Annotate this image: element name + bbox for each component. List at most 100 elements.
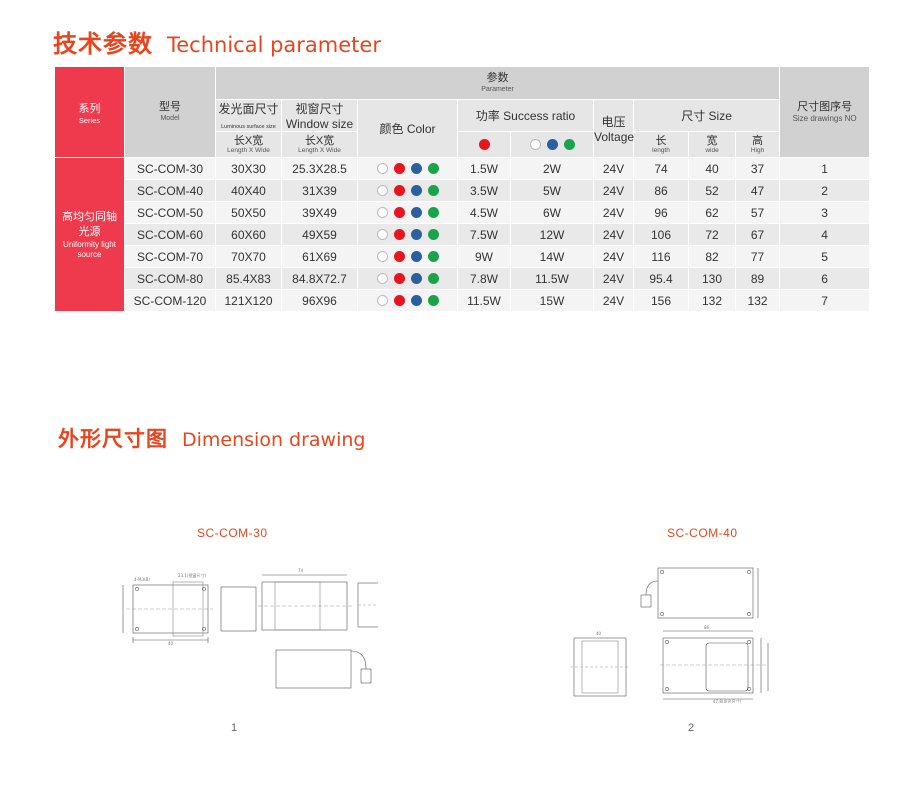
- power-wbg-cell: 11.5W: [510, 267, 594, 290]
- length-cell: 96: [633, 201, 689, 224]
- technical-parameter-heading: 技术参数 Technical parameter: [53, 24, 381, 59]
- white-led-icon: [376, 163, 388, 174]
- green-led-icon: [427, 251, 439, 262]
- dimension-drawing-heading: 外形尺寸图 Dimension drawing: [58, 423, 365, 453]
- white-led-icon: [376, 207, 388, 218]
- model-cell: SC-COM-70: [124, 245, 216, 268]
- height-cell: 132: [734, 289, 781, 312]
- color-cell: [357, 267, 458, 290]
- drawing-no-cell: 3: [779, 201, 871, 224]
- height-cell: 89: [734, 267, 781, 290]
- color-cell: [357, 289, 458, 312]
- length-header: 长 length: [633, 131, 689, 158]
- color-cell: [357, 245, 458, 268]
- svg-text:4-M3(B): 4-M3(B): [134, 577, 150, 582]
- green-led-icon: [427, 295, 439, 306]
- window-size-cell: 96X96: [281, 289, 358, 312]
- red-led-icon: [393, 273, 405, 284]
- luminous-size-cell: 121X120: [215, 289, 282, 312]
- model-cell: SC-COM-40: [124, 179, 216, 202]
- blue-led-icon: [410, 251, 422, 262]
- voltage-cell: 24V: [593, 245, 634, 268]
- heading-en: Technical parameter: [167, 33, 381, 57]
- luminous-size-cell: 60X60: [215, 223, 282, 246]
- blue-led-icon: [410, 207, 422, 218]
- height-header: 高 High: [734, 131, 781, 158]
- white-led-icon: [376, 251, 388, 262]
- blue-led-icon: [410, 229, 422, 240]
- height-cell: 37: [734, 157, 781, 180]
- blue-led-icon: [410, 273, 422, 284]
- voltage-cell: 24V: [593, 179, 634, 202]
- drawing-1-title: SC-COM-30: [197, 526, 268, 540]
- height-cell: 67: [734, 223, 781, 246]
- red-led-icon: [393, 163, 405, 174]
- power-red-cell: 9W: [457, 245, 511, 268]
- blue-led-icon: [546, 139, 558, 150]
- blue-led-icon: [410, 295, 422, 306]
- drawing-2-title: SC-COM-40: [667, 526, 738, 540]
- heading-zh: 外形尺寸图: [58, 427, 168, 451]
- power-wbg-header: [510, 131, 594, 158]
- svg-text:23.1(视窗尺寸): 23.1(视窗尺寸): [178, 572, 206, 578]
- drawing-2-number: 2: [688, 722, 695, 734]
- power-wbg-cell: 5W: [510, 179, 594, 202]
- svg-text:74: 74: [298, 568, 304, 573]
- height-cell: 77: [734, 245, 781, 268]
- red-led-icon: [393, 251, 405, 262]
- luminous-size-cell: 40X40: [215, 179, 282, 202]
- white-led-icon: [376, 295, 388, 306]
- model-cell: SC-COM-30: [124, 157, 216, 180]
- width-header: 宽 wide: [688, 131, 736, 158]
- model-cell: SC-COM-120: [124, 289, 216, 312]
- white-led-icon: [376, 229, 388, 240]
- model-header: 型号 Model: [124, 66, 216, 158]
- svg-text:86: 86: [704, 625, 710, 630]
- parameter-table: 系列 Series 型号 Model 参数 Parameter 尺寸图序号 Si…: [54, 66, 871, 312]
- red-led-icon: [393, 207, 405, 218]
- window-size-cell: 25.3X28.5: [281, 157, 358, 180]
- height-cell: 57: [734, 201, 781, 224]
- green-led-icon: [427, 207, 439, 218]
- size-header: 尺寸 Size: [632, 99, 781, 132]
- width-cell: 72: [688, 223, 736, 246]
- size-drawing-no-header: 尺寸图序号 Size drawings NO: [779, 66, 871, 158]
- power-red-cell: 7.8W: [457, 267, 511, 290]
- red-led-icon: [393, 185, 405, 196]
- red-led-icon: [393, 295, 405, 306]
- drawing-no-cell: 7: [779, 289, 871, 312]
- power-red-cell: 1.5W: [457, 157, 511, 180]
- width-cell: 132: [688, 289, 736, 312]
- green-led-icon: [427, 229, 439, 240]
- height-cell: 47: [734, 179, 781, 202]
- luminous-size-cell: 85.4X83: [215, 267, 282, 290]
- blue-led-icon: [410, 163, 422, 174]
- window-size-cell: 84.8X72.7: [281, 267, 358, 290]
- window-size-cell: 39X49: [281, 201, 358, 224]
- heading-en: Dimension drawing: [182, 429, 366, 451]
- color-cell: [357, 179, 458, 202]
- luminous-size-cell: 50X50: [215, 201, 282, 224]
- white-led-icon: [529, 139, 541, 150]
- power-wbg-cell: 15W: [510, 289, 594, 312]
- width-cell: 82: [688, 245, 736, 268]
- drawing-no-cell: 4: [779, 223, 871, 246]
- length-cell: 156: [633, 289, 689, 312]
- green-led-icon: [427, 273, 439, 284]
- luminous-size-cell: 30X30: [215, 157, 282, 180]
- svg-text:47.8(发光尺寸): 47.8(发光尺寸): [713, 698, 741, 703]
- length-cell: 106: [633, 223, 689, 246]
- red-led-icon: [393, 229, 405, 240]
- lum-lxw-header: 长X宽 Length X Wide: [215, 131, 282, 158]
- green-led-icon: [563, 139, 575, 150]
- model-cell: SC-COM-80: [124, 267, 216, 290]
- red-led-icon: [478, 139, 490, 150]
- voltage-cell: 24V: [593, 267, 634, 290]
- voltage-header: 电压 Voltage: [593, 99, 634, 158]
- voltage-cell: 24V: [593, 157, 634, 180]
- length-cell: 74: [633, 157, 689, 180]
- voltage-cell: 24V: [593, 223, 634, 246]
- power-wbg-cell: 12W: [510, 223, 594, 246]
